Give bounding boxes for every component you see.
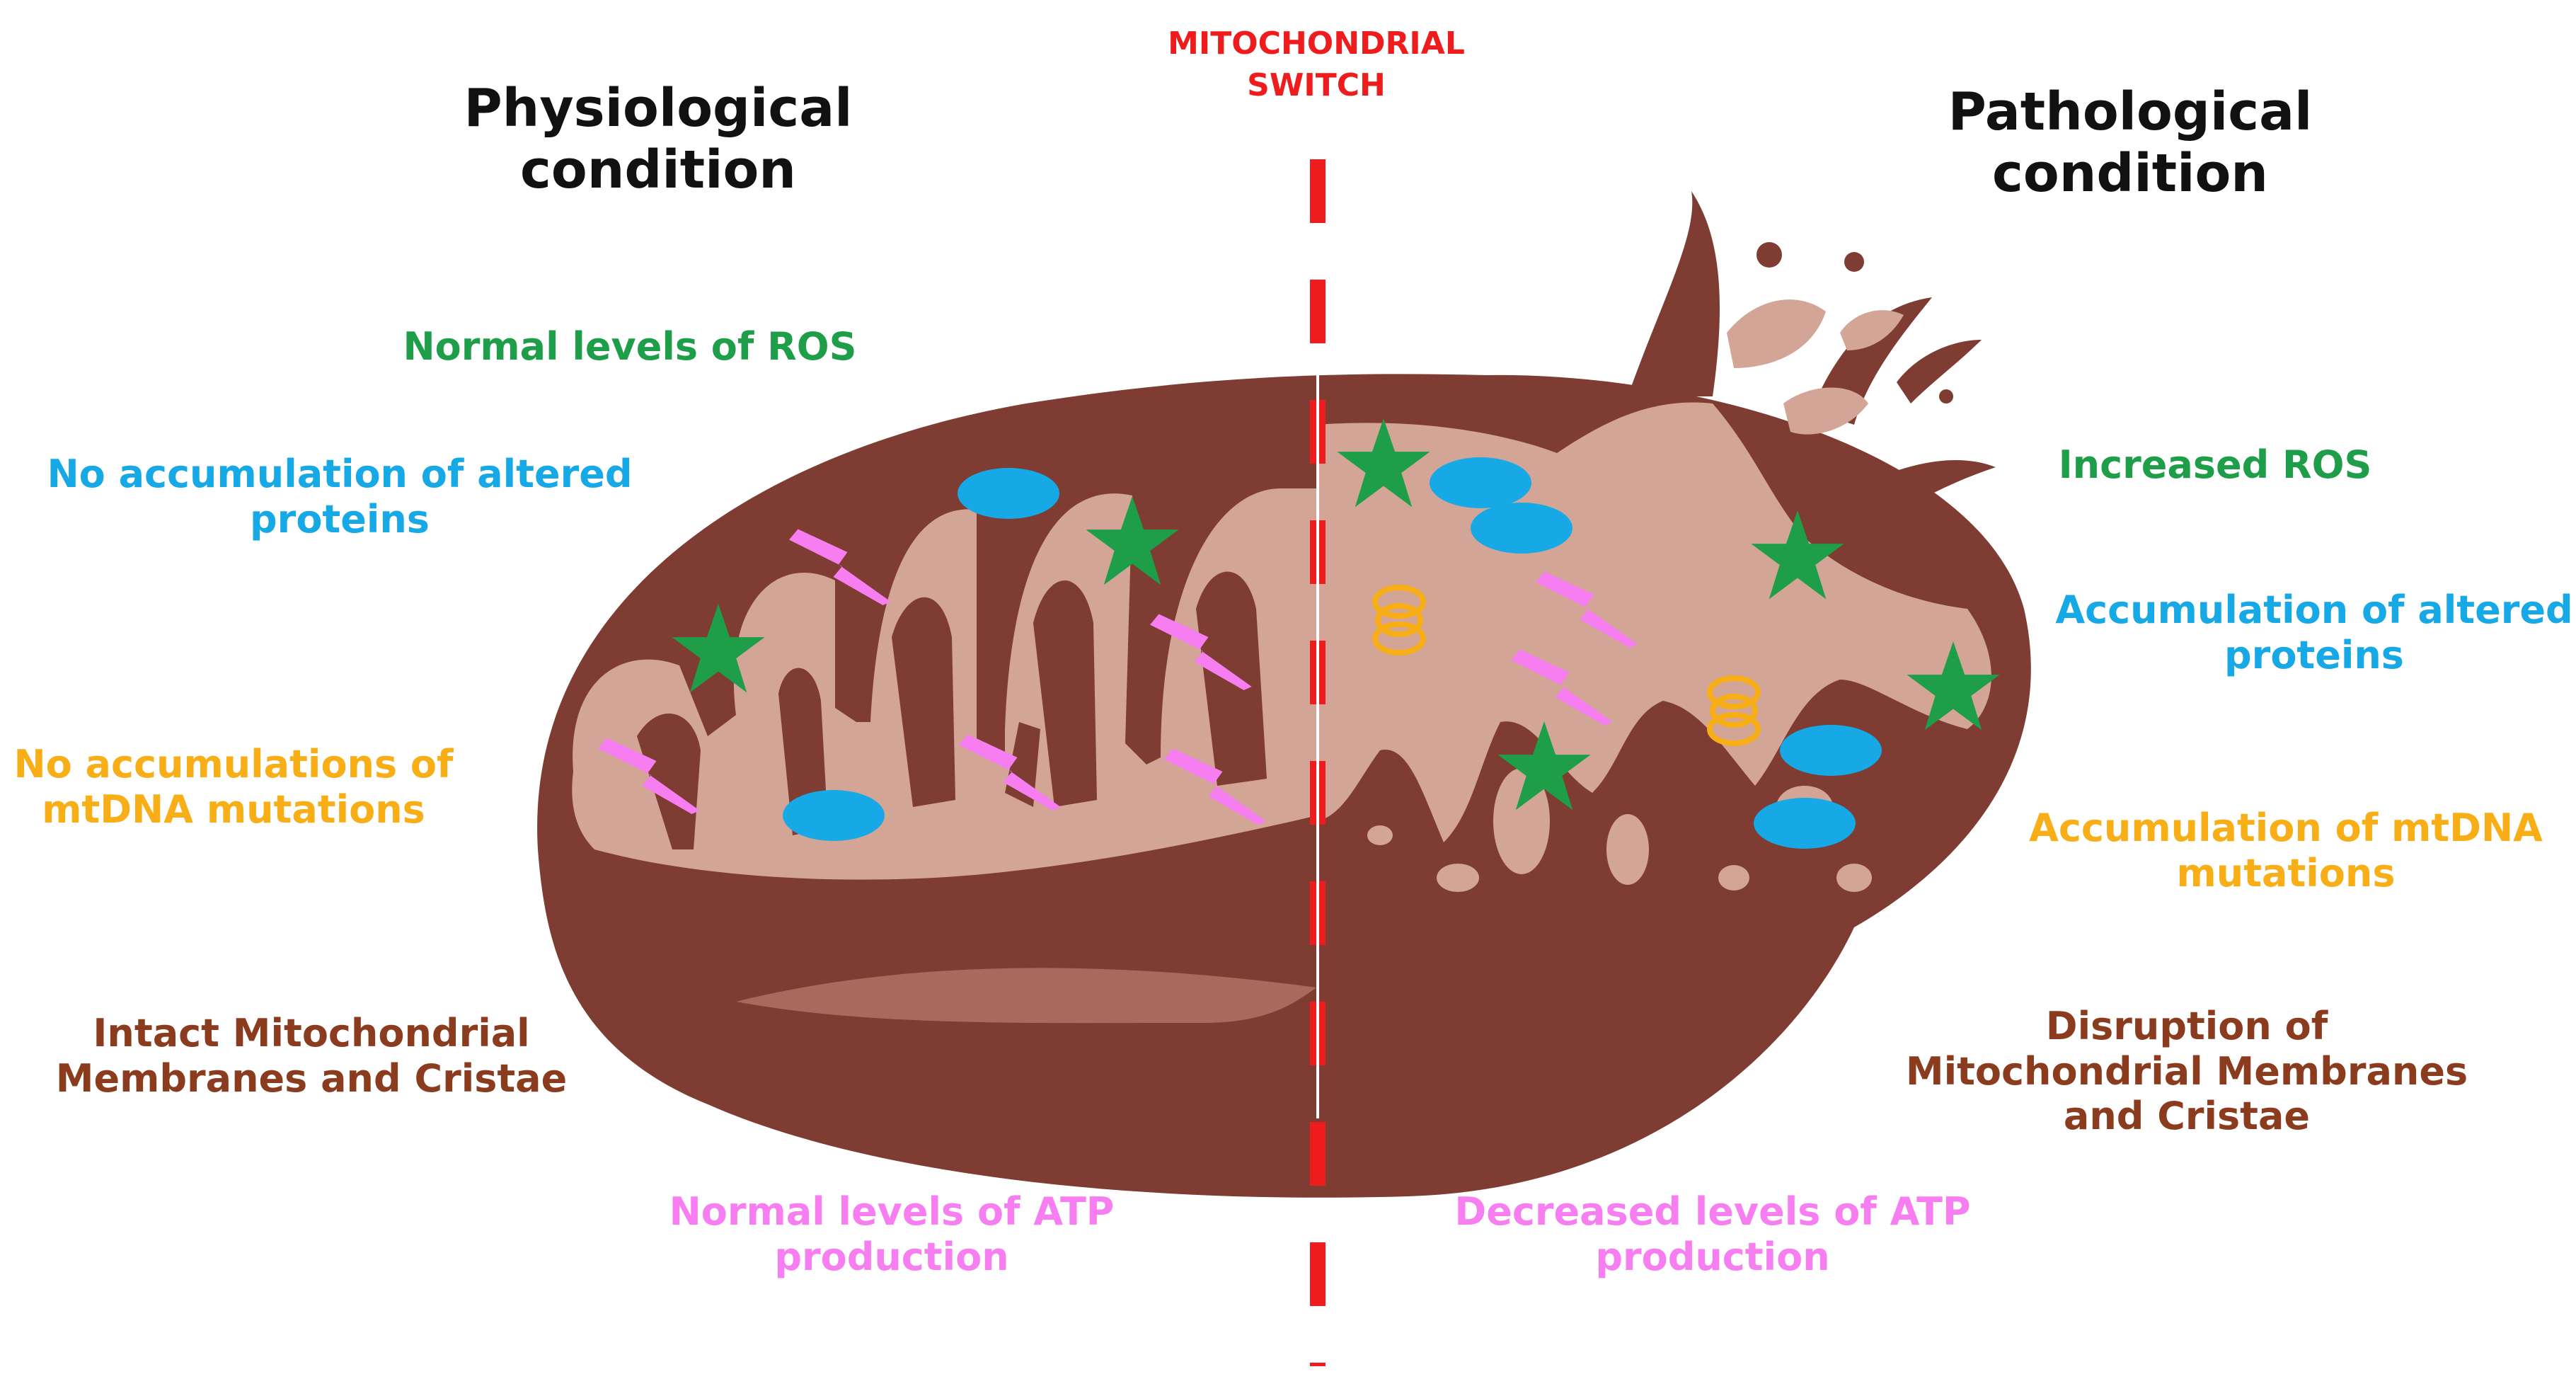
- ring-icon: [1707, 675, 1761, 746]
- ellipse-icon: [1471, 503, 1572, 554]
- ellipse-icon: [958, 468, 1059, 519]
- ellipse-icon: [1780, 725, 1882, 776]
- mtdna-markers: [1372, 585, 1761, 746]
- ellipse-icon: [1430, 457, 1531, 508]
- ellipse-icon: [783, 790, 885, 841]
- ellipse-icon: [1754, 798, 1856, 849]
- crista-grooves: [637, 571, 1267, 849]
- membrane-burst: [1628, 191, 1996, 524]
- protein-markers: [783, 457, 1882, 849]
- ring-icon: [1372, 585, 1426, 655]
- membrane-highlight: [736, 968, 1316, 1024]
- intact-cristae: [572, 488, 1318, 880]
